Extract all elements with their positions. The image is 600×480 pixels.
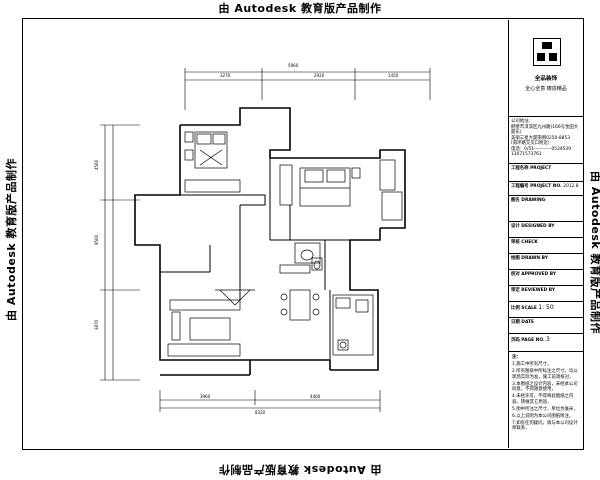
dim-left-top: 4560 — [94, 159, 99, 170]
dining — [279, 264, 320, 321]
company-logo — [533, 38, 561, 66]
notes-title: 注： — [512, 355, 521, 360]
note-item: 2.所有图纸中所标注之尺寸，均以现场实际为准，施工前须核对， — [512, 369, 578, 380]
field-value: 3 — [546, 336, 550, 343]
drawing-frame — [22, 18, 584, 450]
field-check: 审核 CHECK — [509, 238, 583, 254]
field-label: 校对 APPROVED BY — [511, 272, 556, 277]
logo-icon — [537, 42, 557, 61]
note-item: 5.图中所注之尺寸，单位为毫米， — [512, 406, 578, 412]
field-drawing: 图名 DRAWING — [509, 196, 583, 222]
field-label: 设计 DESIGNED BY — [511, 224, 555, 229]
watermark-top: 由 Autodesk 教育版产品制作 — [218, 2, 382, 15]
dim-bottom-right: 4460 — [310, 394, 321, 399]
interior-walls — [160, 158, 350, 360]
company-line: 公司地址： — [511, 119, 533, 124]
field-approved: 校对 APPROVED BY — [509, 270, 583, 286]
note-item: 7.如有任何疑问，请与本公司设计师联系， — [512, 420, 578, 432]
field-scale: 比例 SCALE 1: 50 — [509, 302, 583, 318]
field-label: 日期 DATE — [511, 320, 535, 325]
dimension-top: 5960 3270 2920 1450 — [184, 63, 431, 110]
dimension-bottom: 3960 4460 8320 — [159, 390, 381, 415]
note-item: 1.施工中所有尺寸， — [512, 362, 552, 367]
field-designed: 设计 DESIGNED BY — [509, 222, 583, 238]
dim-bottom-left: 3960 — [200, 394, 211, 399]
company-line: 美丽三星大厦南侧0250-8853 — [511, 135, 571, 141]
company-line: 13071573761 — [511, 152, 542, 157]
field-project-no: 工程编号 PROJECT NO. 2012.8 — [509, 182, 583, 196]
walls — [134, 107, 406, 376]
field-page: 页码 PAGE NO. 3 — [509, 334, 583, 352]
dim-top-mid: 2920 — [314, 73, 325, 78]
field-label: 绘图 DRAWN BY — [511, 256, 548, 261]
dimension-left: 4560 9560 3870 — [94, 124, 140, 381]
bathroom — [294, 242, 323, 271]
dim-top-total: 5960 — [288, 63, 299, 68]
field-label: 审定 REVIEWED BY — [511, 288, 556, 293]
field-reviewed: 审定 REVIEWED BY — [509, 286, 583, 302]
drawing-notes: 注： 1.施工中所有尺寸， 2.所有图纸中所标注之尺寸，均以现场实际为准，施工前… — [509, 352, 583, 448]
brand-name: 全品装饰 — [534, 76, 558, 82]
dim-top-left: 3270 — [220, 73, 231, 78]
note-item: 4.未经许可，不得将此图纸之内容，转做其它用途， — [512, 394, 574, 405]
bedroom-2 — [279, 159, 403, 221]
field-label: 页码 PAGE NO. — [511, 338, 545, 343]
field-label: 工程编号 PROJECT NO. — [511, 184, 562, 189]
note-item: 6.以上说明为本公司图纸附注， — [512, 413, 574, 419]
field-drawn: 绘图 DRAWN BY — [509, 254, 583, 270]
field-date: 日期 DATE — [509, 318, 583, 334]
title-block-logo: 全品装饰 全心全意 铸造精品 — [509, 20, 583, 117]
field-project: 工程名称 PROJECT — [509, 164, 583, 182]
dim-top-right: 1450 — [388, 73, 399, 78]
company-line: 电话：0/51-----------0534539 — [511, 146, 572, 152]
note-item: 3.本图纸之设计内容，未经本公司同意，不得随意使用， — [512, 381, 578, 393]
company-line: (南环路交叉口附近) — [511, 141, 550, 146]
kitchen — [332, 294, 374, 356]
field-label: 图名 DRAWING — [511, 198, 546, 203]
company-line: 鹤壁市淇滨区九州路(166号金田大厦东) — [511, 124, 579, 136]
field-value: 1: 50 — [538, 304, 554, 311]
company-info: 公司地址： 鹤壁市淇滨区九州路(166号金田大厦东) 美丽三星大厦南侧0250-… — [509, 116, 583, 164]
field-label: 比例 SCALE — [511, 306, 537, 311]
brand-slogan: 全心全意 铸造精品 — [525, 86, 567, 92]
field-label: 审核 CHECK — [511, 240, 538, 245]
dim-left-bottom: 3870 — [94, 319, 99, 330]
dim-left-mid: 9560 — [94, 234, 99, 245]
bedroom-1 — [184, 131, 241, 193]
dim-bottom-total: 8320 — [255, 410, 266, 415]
living-room — [167, 289, 255, 357]
title-block: 全品装饰 全心全意 铸造精品 公司地址： 鹤壁市淇滨区九州路(166号金田大厦东… — [508, 20, 583, 448]
field-value: 2012.8 — [563, 184, 579, 189]
field-label: 工程名称 PROJECT — [511, 166, 552, 171]
